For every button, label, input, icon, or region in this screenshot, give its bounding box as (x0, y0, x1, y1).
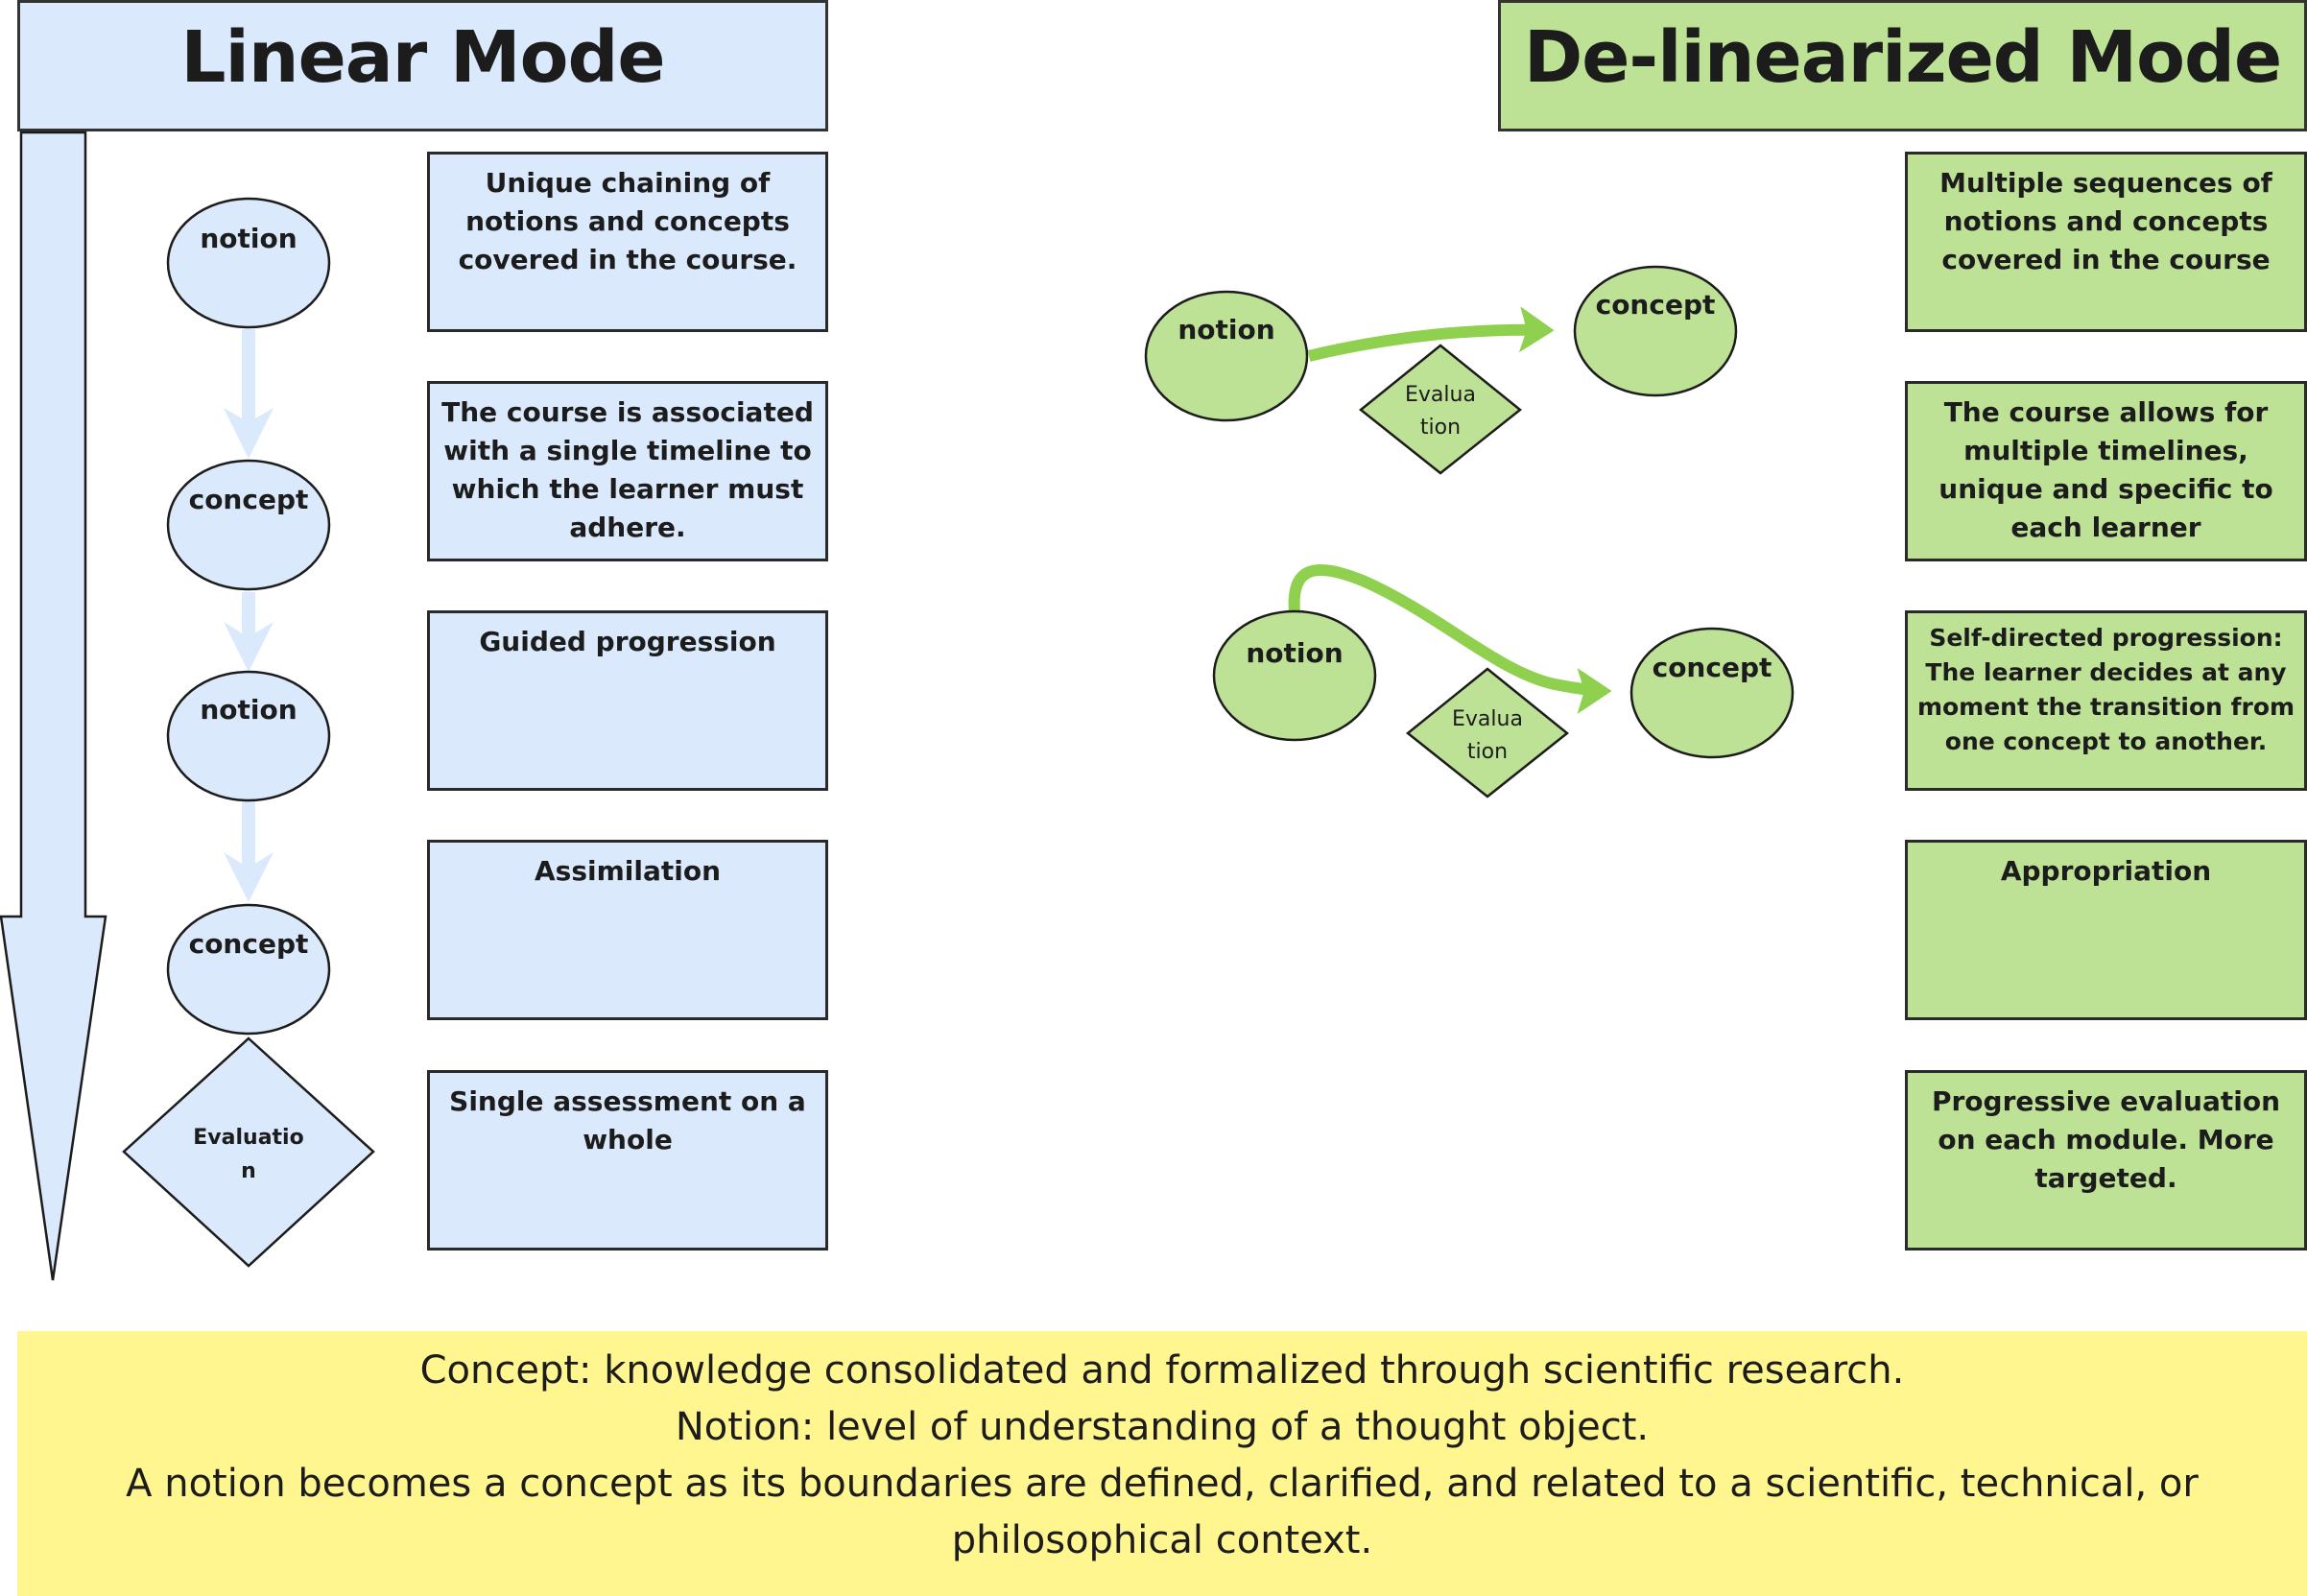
delinearized-mode-title: De-linearized Mode (1523, 16, 2282, 99)
description-text: The course allows for multiple timelines… (1938, 396, 2273, 543)
evaluation-node (1359, 344, 1522, 475)
node-label: notion (1246, 637, 1343, 669)
evaluation-node (1406, 667, 1569, 798)
linear-description-5: Single assessment on a whole (427, 1070, 828, 1251)
node-label: concept (1653, 652, 1772, 683)
delinear-description-1: Multiple sequences of notions and concep… (1905, 152, 2307, 332)
down-arrow-icon (224, 801, 274, 902)
linear-description-4: Assimilation (427, 840, 828, 1020)
linear-node-notion-2: notion (166, 670, 331, 802)
delinearized-mode-header: De-linearized Mode (1498, 0, 2307, 131)
node-label: notion (200, 694, 297, 726)
transition-arrow (1288, 564, 1612, 714)
description-text: Assimilation (534, 855, 722, 887)
definition-concept: Concept: knowledge consolidated and form… (419, 1348, 1905, 1393)
linear-description-3: Guided progression (427, 610, 828, 791)
delinear-description-5: Progressive evaluation on each module. M… (1905, 1070, 2307, 1251)
node-label: n (241, 1159, 256, 1183)
description-text: Progressive evaluation on each module. M… (1931, 1085, 2281, 1194)
definition-transition: A notion becomes a concept as its bounda… (126, 1462, 2199, 1562)
delinear-description-4: Appropriation (1905, 840, 2307, 1020)
node-label: notion (200, 223, 297, 254)
delinear-diagram-1: notion concept Evalua tion (1144, 265, 1738, 475)
node-label: concept (189, 928, 309, 960)
description-text: Multiple sequences of notions and concep… (1939, 167, 2272, 275)
linear-node-concept-2: concept (166, 903, 331, 1036)
down-arrow-icon (224, 329, 274, 459)
node-label: Evaluatio (193, 1126, 303, 1150)
node-label: Evalua (1405, 383, 1476, 407)
node-label: concept (1596, 289, 1716, 321)
concept-node (1629, 627, 1795, 759)
linear-mode-header: Linear Mode (17, 0, 828, 131)
node-label: tion (1420, 416, 1461, 440)
concept-node (1573, 265, 1738, 397)
node-label: tion (1467, 740, 1508, 764)
down-arrow-icon (224, 592, 274, 672)
description-text: Unique chaining of notions and concepts … (458, 167, 797, 275)
linear-connectors (224, 329, 274, 902)
node-label: Evalua (1452, 707, 1523, 731)
linear-node-evaluation: Evaluatio n (122, 1036, 375, 1268)
description-text: The course is associated with a single t… (441, 396, 814, 543)
linear-node-notion-1: notion (166, 197, 331, 329)
delinear-diagram-2: notion concept Evalua tion (1212, 564, 1795, 798)
linear-mode-title: Linear Mode (180, 16, 665, 99)
node-label: notion (1177, 314, 1274, 345)
description-text: Self-directed progression: The learner d… (1916, 624, 2295, 755)
linear-node-concept-1: concept (166, 459, 331, 591)
linear-description-1: Unique chaining of notions and concepts … (427, 152, 828, 332)
notion-node (1144, 290, 1309, 422)
notion-node (1212, 609, 1377, 742)
definition-notion: Notion: level of understanding of a thou… (675, 1405, 1650, 1449)
definitions-panel: Concept: knowledge consolidated and form… (17, 1331, 2307, 1596)
node-label: concept (189, 484, 309, 515)
description-text: Single assessment on a whole (449, 1085, 806, 1155)
timeline-arrow (0, 131, 107, 1281)
delinear-description-2: The course allows for multiple timelines… (1905, 381, 2307, 561)
delinear-description-3: Self-directed progression: The learner d… (1905, 610, 2307, 791)
description-text: Guided progression (479, 626, 776, 657)
description-text: Appropriation (2000, 855, 2212, 887)
linear-description-2: The course is associated with a single t… (427, 381, 828, 561)
transition-arrow (1307, 306, 1555, 362)
